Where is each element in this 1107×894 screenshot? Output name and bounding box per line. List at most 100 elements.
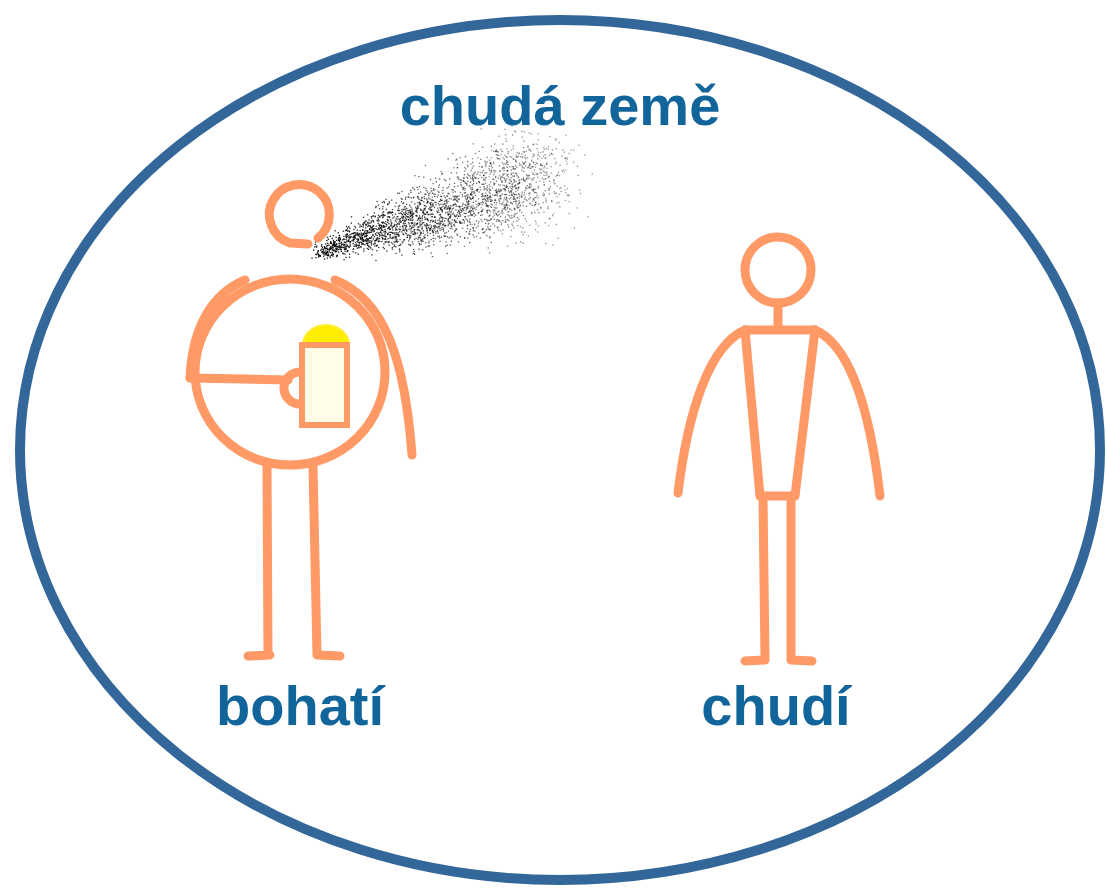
- smoke-dot: [358, 234, 359, 235]
- smoke-dot: [448, 230, 449, 231]
- smoke-dot: [382, 208, 383, 209]
- smoke-dot: [473, 191, 474, 192]
- smoke-dot: [399, 251, 400, 252]
- smoke-dot: [475, 177, 476, 178]
- smoke-dot: [426, 228, 427, 229]
- smoke-dot: [470, 198, 471, 199]
- smoke-dot: [389, 216, 390, 217]
- smoke-dot: [419, 204, 420, 205]
- smoke-dot: [418, 197, 419, 198]
- smoke-dot: [481, 221, 482, 222]
- smoke-dot: [430, 220, 431, 221]
- smoke-dot: [356, 246, 357, 247]
- smoke-dot: [399, 249, 400, 250]
- smoke-dot: [355, 246, 356, 247]
- smoke-dot: [332, 246, 333, 247]
- smoke-dot: [368, 219, 369, 220]
- smoke-dot: [377, 229, 378, 230]
- smoke-dot: [384, 248, 385, 249]
- smoke-dot: [498, 220, 499, 221]
- smoke-dot: [459, 157, 460, 158]
- smoke-dot: [433, 241, 434, 242]
- smoke-dot: [464, 207, 465, 208]
- smoke-dot: [398, 232, 399, 233]
- smoke-dot: [367, 243, 368, 244]
- smoke-dot: [419, 235, 420, 236]
- smoke-dot: [508, 182, 509, 183]
- smoke-dot: [425, 214, 426, 215]
- smoke-dot: [400, 222, 401, 223]
- smoke-dot: [421, 200, 422, 201]
- smoke-dot: [517, 197, 518, 198]
- smoke-dot: [478, 181, 479, 182]
- smoke-dot: [373, 215, 374, 216]
- smoke-dot: [488, 247, 489, 248]
- smoke-dot: [330, 242, 331, 243]
- smoke-dot: [367, 241, 368, 242]
- smoke-dot: [448, 186, 449, 187]
- smoke-dot: [533, 154, 534, 155]
- smoke-dot: [467, 207, 468, 208]
- smoke-dot: [414, 175, 415, 176]
- smoke-dot: [469, 221, 470, 222]
- smoke-dot: [340, 239, 341, 240]
- smoke-dot: [477, 157, 478, 158]
- smoke-dot: [425, 234, 426, 235]
- smoke-dot: [479, 204, 480, 205]
- smoke-dot: [460, 236, 461, 237]
- smoke-dot: [402, 199, 403, 200]
- smoke-dot: [398, 223, 399, 224]
- smoke-dot: [348, 247, 349, 248]
- smoke-dot: [532, 190, 533, 191]
- smoke-dot: [557, 238, 558, 239]
- smoke-dot: [472, 208, 473, 209]
- smoke-dot: [545, 157, 546, 158]
- smoke-dot: [512, 186, 513, 187]
- smoke-dot: [420, 239, 421, 240]
- smoke-dot: [374, 240, 375, 241]
- smoke-dot: [465, 196, 466, 197]
- smoke-dot: [459, 206, 460, 207]
- smoke-dot: [396, 229, 397, 230]
- smoke-dot: [338, 240, 339, 241]
- smoke-dot: [474, 231, 475, 232]
- smoke-dot: [485, 177, 486, 178]
- smoke-dot: [506, 162, 507, 163]
- smoke-dot: [515, 181, 516, 182]
- smoke-dot: [484, 187, 485, 188]
- smoke-dot: [512, 217, 513, 218]
- smoke-dot: [497, 195, 498, 196]
- smoke-dot: [565, 200, 566, 201]
- smoke-dot: [508, 190, 509, 191]
- smoke-dot: [459, 221, 460, 222]
- smoke-dot: [539, 156, 540, 157]
- smoke-dot: [514, 194, 515, 195]
- smoke-dot: [414, 189, 415, 190]
- smoke-dot: [397, 192, 398, 193]
- smoke-dot: [401, 211, 402, 212]
- smoke-dot: [373, 220, 374, 221]
- smoke-dot: [331, 242, 332, 243]
- smoke-dot: [523, 179, 524, 180]
- smoke-dot: [441, 229, 442, 230]
- smoke-dot: [498, 229, 499, 230]
- smoke-dot: [506, 174, 507, 175]
- smoke-dot: [364, 231, 365, 232]
- smoke-dot: [381, 235, 382, 236]
- smoke-dot: [487, 220, 488, 221]
- smoke-dot: [448, 218, 449, 219]
- smoke-dot: [484, 161, 485, 162]
- smoke-dot: [512, 194, 513, 195]
- smoke-dot: [483, 202, 484, 203]
- smoke-dot: [427, 201, 428, 202]
- smoke-dot: [333, 243, 334, 244]
- smoke-dot: [517, 205, 518, 206]
- smoke-dot: [348, 246, 349, 247]
- smoke-dot: [375, 260, 376, 261]
- smoke-dot: [398, 213, 399, 214]
- smoke-dot: [326, 240, 327, 241]
- smoke-dot: [409, 237, 410, 238]
- smoke-dot: [416, 216, 417, 217]
- smoke-dot: [513, 179, 514, 180]
- smoke-dot: [535, 221, 536, 222]
